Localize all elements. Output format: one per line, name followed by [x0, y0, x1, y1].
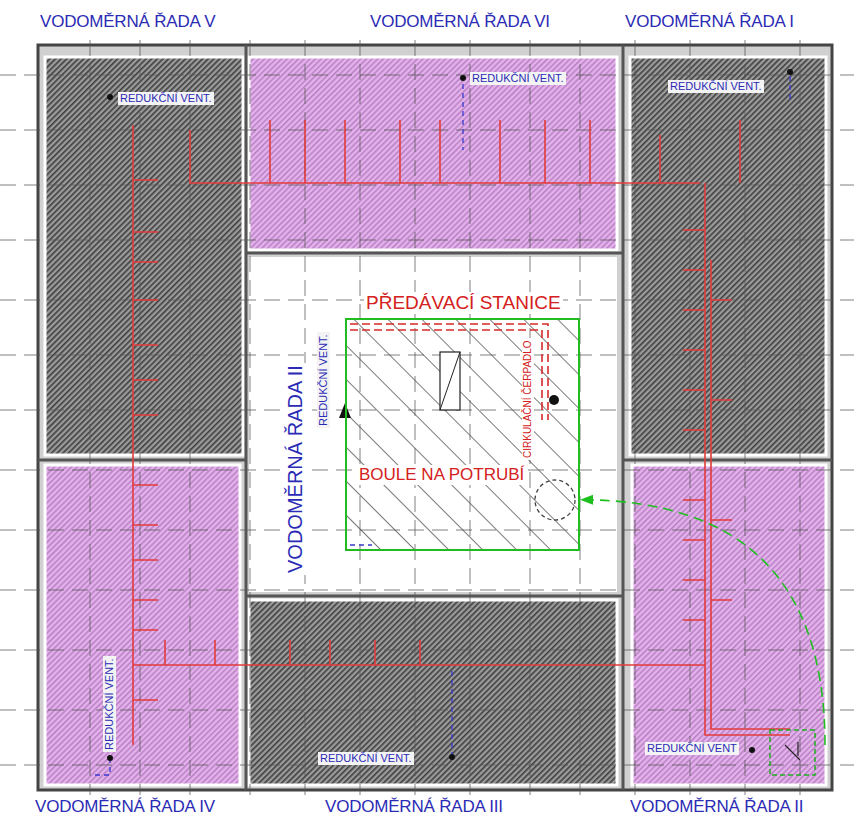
meter-zone: VODOMĚRNÁ ŘADA IREDUKČNÍ VENT. — [630, 57, 826, 455]
dashed-arrow — [580, 495, 825, 745]
bulge-mark — [535, 480, 575, 520]
valve-label: REDUKČNÍ VENT — [645, 742, 739, 755]
pipes — [133, 120, 790, 745]
station-note: CIRKULAČNÍ ČERPADLO — [522, 338, 534, 460]
dashed-arrow-line — [580, 500, 825, 745]
exchanger-symbol — [440, 352, 460, 410]
dashed-lines — [95, 76, 790, 775]
meter-zone: VODOMĚRNÁ ŘADA IIIREDUKČNÍ VENT. — [249, 600, 617, 785]
valve-label: REDUKČNÍ VENT. — [317, 332, 330, 428]
zone-heading: VODOMĚRNÁ ŘADA VI — [370, 12, 550, 32]
courtyard — [249, 257, 617, 592]
pump-symbol — [549, 395, 559, 405]
valve-label: REDUKČNÍ VENT. — [470, 72, 566, 85]
valve-label: REDUKČNÍ VENT. — [668, 80, 764, 93]
detail-symbol — [785, 742, 800, 760]
meter-zone: VODOMĚRNÁ ŘADA VREDUKČNÍ VENT. — [45, 57, 243, 455]
walls — [38, 45, 832, 790]
arrow-head — [580, 495, 593, 505]
zone-fill — [249, 600, 617, 785]
building-outline — [38, 45, 832, 790]
detail-frame — [770, 730, 815, 775]
valve-symbols — [107, 69, 793, 761]
station-pipes — [350, 324, 548, 420]
station-title: PŘEDÁVACÍ STANICE — [364, 292, 563, 314]
meter-zone: VODOMĚRNÁ ŘADA IVREDUKČNÍ VENT. — [45, 465, 240, 785]
zone-fill — [630, 57, 826, 455]
grid-lines — [0, 40, 854, 795]
zone-fill — [45, 57, 243, 455]
meter-zone: VODOMĚRNÁ ŘADA VIREDUKČNÍ VENT. — [249, 57, 617, 250]
valve-label: REDUKČNÍ VENT. — [318, 752, 414, 765]
zone-fill — [632, 465, 826, 785]
zone-heading: VODOMĚRNÁ ŘADA III — [325, 797, 503, 817]
exchanger-symbol — [440, 352, 460, 410]
valve-label: REDUKČNÍ VENT. — [118, 92, 214, 105]
valve-label: REDUKČNÍ VENT. — [103, 656, 116, 752]
zone-heading: VODOMĚRNÁ ŘADA II — [630, 797, 803, 817]
station-note: BOULE NA POTRUBÍ — [357, 465, 526, 485]
meter-zone: VODOMĚRNÁ ŘADA IIREDUKČNÍ VENT — [632, 465, 826, 785]
zone-fill — [45, 465, 240, 785]
zone-heading: VODOMĚRNÁ ŘADA V — [40, 12, 215, 32]
zone-heading: VODOMĚRNÁ ŘADA I — [625, 12, 794, 32]
meter-row-label: VODOMĚRNÁ ŘADA II — [284, 363, 307, 575]
zone-heading: VODOMĚRNÁ ŘADA IV — [35, 797, 215, 817]
station-hatch — [345, 318, 580, 551]
station-box: PŘEDÁVACÍ STANICECIRKULAČNÍ ČERPADLOBOUL… — [345, 318, 580, 551]
